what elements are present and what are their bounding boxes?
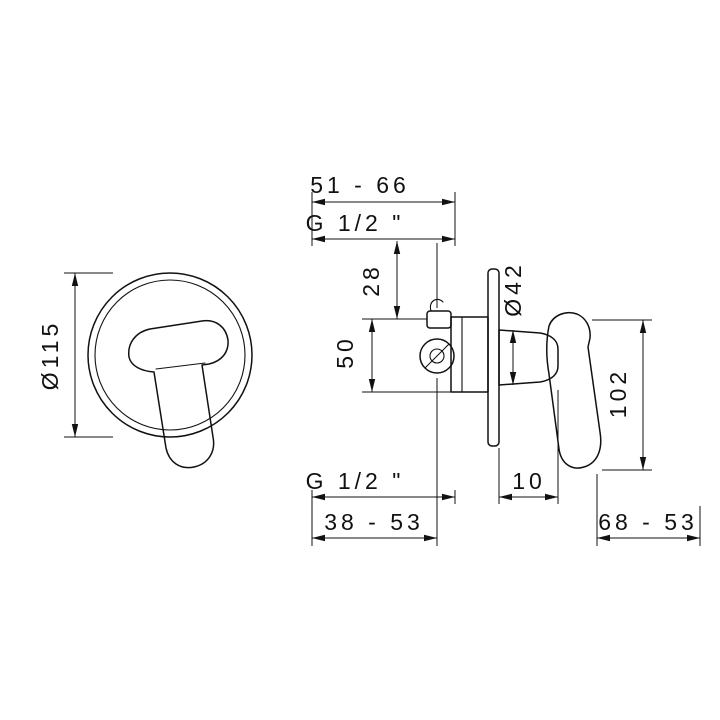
dimensions: Ø115 51 - 66 G 1/2 " 28 50 Ø42 102 G 1/2…	[37, 172, 701, 546]
dim-front-diameter: Ø115	[37, 320, 63, 391]
dim-top-thread: G 1/2 "	[306, 210, 405, 236]
inlet-slash	[424, 343, 450, 369]
side-view	[419, 268, 602, 469]
dim-handle-length: 102	[605, 368, 631, 418]
dim-plate-depth: 10	[512, 468, 546, 494]
front-view	[87, 272, 253, 469]
dim-port-spacing: 50	[332, 335, 358, 369]
handle-front	[128, 319, 229, 469]
escutcheon-outer-circle	[87, 272, 253, 438]
valve-body	[450, 316, 489, 393]
handle-front-crease	[155, 362, 206, 370]
top-port	[426, 310, 452, 329]
inlet-circle	[419, 338, 455, 374]
dim-body-diameter: Ø42	[500, 261, 526, 316]
dim-bottom-range-far: 68 - 53	[598, 509, 698, 535]
wall-plate-side	[487, 268, 500, 447]
dim-top-range: 51 - 66	[310, 172, 410, 198]
escutcheon-inner-circle	[94, 279, 246, 431]
inlet-inner-circle	[429, 348, 445, 364]
dim-port-offset: 28	[358, 263, 384, 297]
top-port-hook	[429, 298, 444, 312]
handle-side	[546, 311, 602, 469]
dim-bottom-range-near: 38 - 53	[324, 509, 424, 535]
dim-bottom-thread: G 1/2 "	[306, 468, 405, 494]
